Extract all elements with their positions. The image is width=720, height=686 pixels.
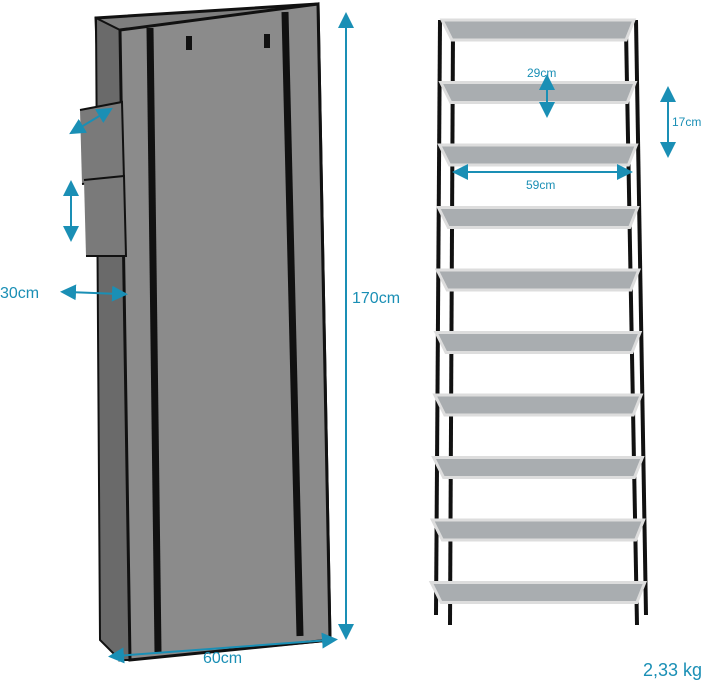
shelf bbox=[438, 81, 638, 104]
shelf-spacing-label: 17cm bbox=[672, 115, 702, 129]
shoe-rack bbox=[428, 18, 648, 626]
depth-label: 30cm bbox=[0, 285, 40, 302]
shelf bbox=[428, 581, 648, 604]
shelf bbox=[435, 206, 640, 229]
width-label: 60cm bbox=[203, 650, 243, 667]
shelf-width-label: 59cm bbox=[526, 178, 556, 192]
weight-label: 2,33 kg bbox=[643, 660, 703, 680]
shelf bbox=[432, 393, 644, 417]
shelf bbox=[439, 18, 637, 42]
shelf bbox=[433, 331, 643, 354]
shelf bbox=[434, 268, 642, 292]
height-label: 170cm bbox=[352, 290, 401, 307]
shelf bbox=[429, 518, 646, 542]
shelf bbox=[437, 143, 639, 167]
shelf-depth-label: 29cm bbox=[527, 66, 557, 80]
shelf bbox=[431, 456, 645, 479]
covered-wardrobe bbox=[79, 2, 332, 662]
